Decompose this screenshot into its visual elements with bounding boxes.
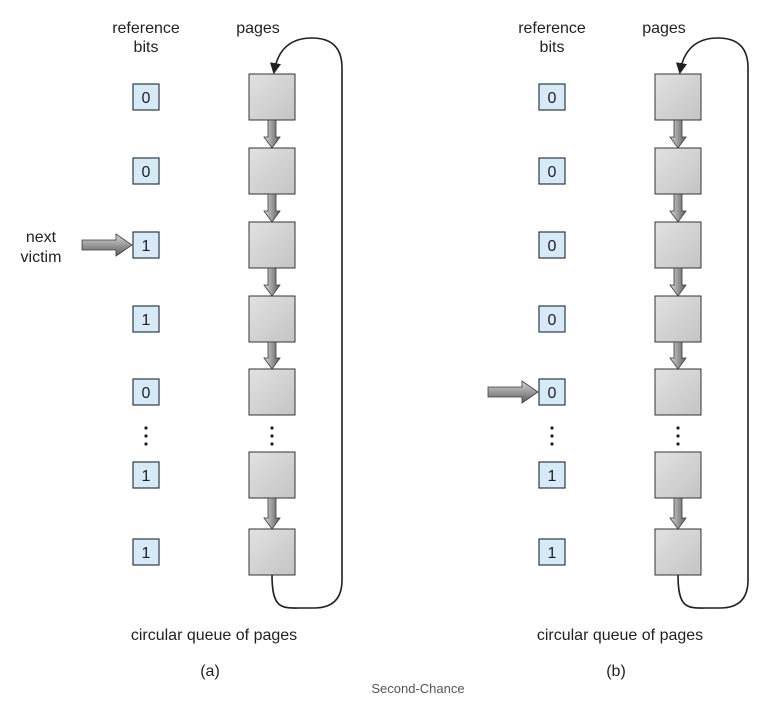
queue-link-arrow [669,497,687,530]
reference-bit-value: 0 [142,385,151,402]
queue-link-arrow [263,497,281,530]
ellipsis-dot [676,434,680,438]
bit-ellipsis [550,426,554,446]
panel-a: reference bits pages next victim circula… [21,20,343,680]
reference-bit-value: 0 [142,164,151,181]
reference-bit-value: 0 [548,385,557,402]
ellipsis-dot [550,442,554,446]
reference-bit-box [538,378,566,406]
reference-bit-value: 0 [142,90,151,107]
page-box [654,147,702,195]
queue-link-arrow [263,119,281,149]
reference-bit-box [132,83,160,111]
reference-bit-value: 0 [548,312,557,329]
ellipsis-dot [270,442,274,446]
reference-bits-header: reference [518,20,586,37]
reference-bits-header-line2: bits [134,39,159,56]
page-ellipsis [676,426,680,446]
panel-label-a: (a) [200,663,220,680]
page-ellipsis [270,426,274,446]
rows-a: 0 0 1 1 0 1 1 [81,37,343,609]
reference-bit-box [538,231,566,259]
page-box [248,147,296,195]
ellipsis-dot [676,442,680,446]
page-box [654,221,702,269]
reference-bit-box [132,461,160,489]
reference-bit-box [132,231,160,259]
reference-bit-box [132,305,160,333]
ellipsis-dot [144,442,148,446]
reference-bit-value: 1 [548,545,557,562]
reference-bit-box [538,538,566,566]
next-victim-pointer-arrow [81,233,133,257]
reference-bit-value: 1 [142,545,151,562]
queue-link-arrow [263,193,281,223]
panel-label-b: (b) [606,663,626,680]
queue-link-arrow [669,267,687,297]
page-box [248,528,296,576]
circular-loop-arrow [269,37,343,609]
queue-link-arrow [669,341,687,370]
reference-bit-box [132,157,160,185]
ellipsis-dot [270,434,274,438]
reference-bit-value: 1 [548,468,557,485]
ellipsis-dot [270,426,274,430]
reference-bit-value: 1 [142,312,151,329]
queue-link-arrow [669,193,687,223]
reference-bit-value: 0 [548,238,557,255]
ellipsis-dot [144,426,148,430]
page-box [248,221,296,269]
reference-bit-value: 1 [142,238,151,255]
bit-ellipsis [144,426,148,446]
reference-bit-value: 0 [548,90,557,107]
reference-bit-value: 1 [142,468,151,485]
ellipsis-dot [550,434,554,438]
ellipsis-dot [676,426,680,430]
pages-header: pages [642,20,686,37]
pages-header: pages [236,20,280,37]
queue-link-arrow [669,119,687,149]
ellipsis-dot [144,434,148,438]
page-box [654,368,702,416]
reference-bit-box [538,157,566,185]
page-box [654,295,702,343]
page-box [654,73,702,121]
reference-bits-header-line2: bits [540,39,565,56]
circular-queue-label: circular queue of pages [537,627,703,644]
page-box [248,451,296,499]
reference-bit-box [538,83,566,111]
next-victim-label-line2: victim [21,249,62,266]
page-box [248,295,296,343]
panel-b: reference bits pages circular queue of p… [487,20,749,680]
figure-caption: Second-Chance [371,681,464,696]
next-victim-pointer-arrow [487,380,539,404]
reference-bits-header: reference [112,20,180,37]
rows-b: 0 0 0 0 0 1 1 [487,37,749,609]
page-box [654,528,702,576]
page-box [248,368,296,416]
queue-link-arrow [263,341,281,370]
reference-bit-value: 0 [548,164,557,181]
reference-bit-box [538,461,566,489]
ellipsis-dot [550,426,554,430]
page-box [248,73,296,121]
page-box [654,451,702,499]
circular-loop-arrow [675,37,749,609]
reference-bit-box [132,378,160,406]
reference-bit-box [132,538,160,566]
circular-queue-label: circular queue of pages [131,627,297,644]
reference-bit-box [538,305,566,333]
next-victim-label: next [26,229,57,246]
queue-link-arrow [263,267,281,297]
